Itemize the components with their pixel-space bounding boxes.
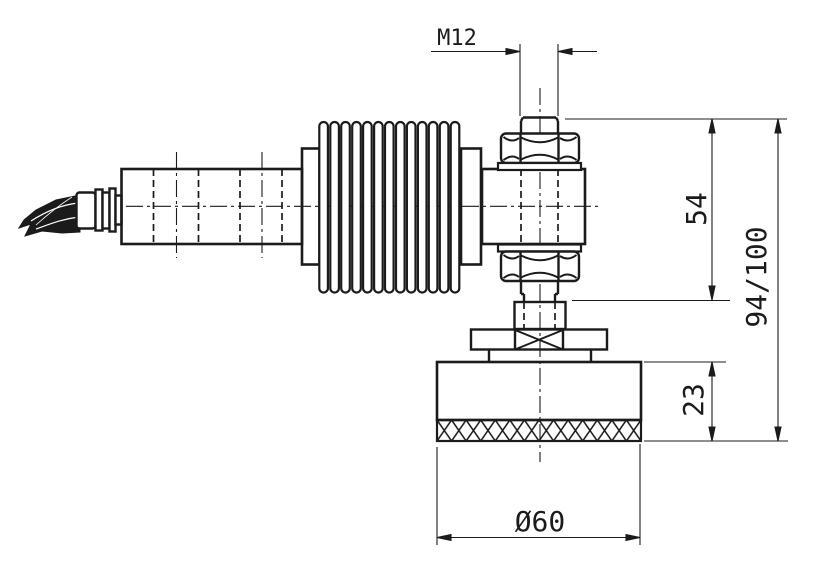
arrowhead (625, 533, 641, 542)
dim-label-thread-size: M12 (437, 26, 477, 51)
cable-bundle (17, 194, 81, 237)
flange-plate-outline (469, 328, 609, 351)
sensor-body-hidden-lines (152, 169, 283, 244)
cable-strand-line (35, 216, 80, 230)
bellows-convolutions (318, 120, 461, 294)
bolt-hidden-lines (520, 169, 559, 244)
arrowhead (436, 533, 452, 542)
cable-strand-line (30, 202, 79, 222)
arrowhead (708, 426, 716, 442)
arrowhead (708, 118, 716, 134)
dimension-94-100 (774, 118, 782, 442)
swivel-cross (514, 329, 564, 351)
dimension-m12 (431, 44, 597, 116)
hex-nut-bottom-outline (499, 250, 581, 283)
dim-label-bolt-length: 54 (680, 192, 713, 226)
cable-gland (75, 187, 123, 233)
dim-label-foot-height: 23 (677, 383, 710, 417)
arrowhead (708, 361, 716, 377)
hex-nut-top-outline (499, 132, 581, 165)
arrowhead (774, 118, 782, 134)
dimension-d60 (436, 444, 641, 545)
foot-body (435, 360, 643, 422)
cable (17, 194, 81, 237)
arrowhead (557, 47, 573, 56)
dimension-54 (565, 118, 787, 302)
dim-label-overall-height: 94/100 (740, 226, 773, 327)
arrowhead (708, 285, 716, 301)
arrowhead (774, 426, 782, 442)
rubber-pad (435, 418, 643, 443)
hex-nut-bottom (499, 250, 581, 283)
arrowhead (505, 47, 521, 56)
washer-top (496, 161, 583, 172)
flange-plate (469, 328, 609, 362)
hex-nut-top (499, 132, 581, 165)
load-bolt (519, 116, 560, 302)
dimension-23 (644, 361, 788, 442)
bellows (300, 120, 483, 294)
bolt-top-chamfer (519, 116, 560, 122)
dim-label-foot-diameter: Ø60 (515, 505, 566, 538)
cable-strand-line (35, 196, 73, 226)
gland-nut-ring (75, 191, 97, 230)
mounting-foot (435, 360, 643, 443)
